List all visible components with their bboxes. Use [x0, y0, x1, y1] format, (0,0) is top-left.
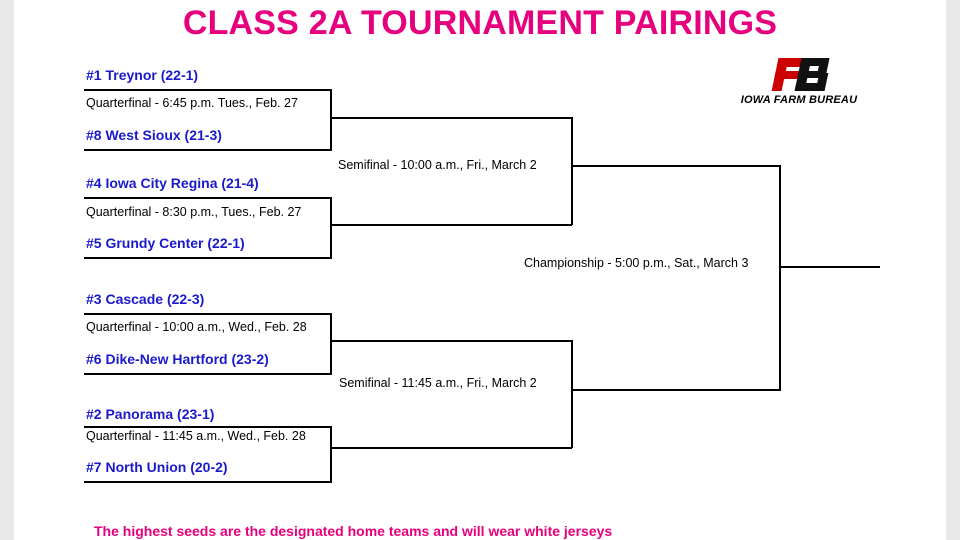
bracket-line: [84, 257, 332, 259]
bracket-line: [330, 117, 572, 119]
bracket-line: [330, 426, 332, 482]
bracket-line: [330, 340, 572, 342]
semifinal-2-time: Semifinal - 11:45 a.m., Fri., March 2: [339, 376, 537, 390]
quarterfinal-1-time: Quarterfinal - 6:45 p.m. Tues., Feb. 27: [86, 96, 298, 110]
bracket-line: [571, 117, 573, 225]
quarterfinal-2-time: Quarterfinal - 8:30 p.m., Tues., Feb. 27: [86, 205, 302, 219]
bracket-line: [571, 340, 573, 448]
quarterfinal-3-time: Quarterfinal - 10:00 a.m., Wed., Feb. 28: [86, 320, 307, 334]
team-iowa-city-regina: #4 Iowa City Regina (21-4): [86, 175, 259, 191]
bracket-line: [779, 165, 781, 390]
bracket-line: [330, 197, 332, 258]
champion-line: [779, 266, 880, 268]
bracket-line: [84, 481, 332, 483]
farm-bureau-logo-mark: [771, 58, 830, 91]
team-cascade: #3 Cascade (22-3): [86, 291, 205, 307]
logo-text: IOWA FARM BUREAU: [740, 94, 858, 106]
bracket-line: [84, 313, 332, 315]
bracket-line: [84, 197, 332, 199]
semifinal-1-time: Semifinal - 10:00 a.m., Fri., March 2: [338, 158, 537, 172]
bracket-line: [84, 426, 332, 428]
quarterfinal-4-time: Quarterfinal - 11:45 a.m., Wed., Feb. 28: [86, 429, 306, 443]
bracket-sheet: CLASS 2A TOURNAMENT PAIRINGS IOWA FARM B…: [14, 0, 946, 540]
team-dike-new-hartford: #6 Dike-New Hartford (23-2): [86, 351, 269, 367]
bracket-line: [84, 89, 332, 91]
bracket-line: [330, 447, 572, 449]
footer-note: The highest seeds are the designated hom…: [94, 523, 613, 539]
team-grundy-center: #5 Grundy Center (22-1): [86, 235, 245, 251]
bracket-line: [84, 149, 332, 151]
bracket-line: [571, 165, 781, 167]
bracket-line: [330, 313, 332, 374]
bracket-line: [330, 224, 572, 226]
page-title: CLASS 2A TOURNAMENT PAIRINGS: [182, 4, 778, 42]
team-west-sioux: #8 West Sioux (21-3): [86, 127, 222, 143]
bracket-line: [330, 89, 332, 150]
team-treynor: #1 Treynor (22-1): [86, 67, 199, 83]
bracket-line: [571, 389, 781, 391]
bracket-line: [84, 373, 332, 375]
iowa-farm-bureau-logo: IOWA FARM BUREAU: [724, 56, 874, 108]
championship-time: Championship - 5:00 p.m., Sat., March 3: [524, 256, 749, 270]
team-north-union: #7 North Union (20-2): [86, 459, 228, 475]
team-panorama: #2 Panorama (23-1): [86, 406, 215, 422]
